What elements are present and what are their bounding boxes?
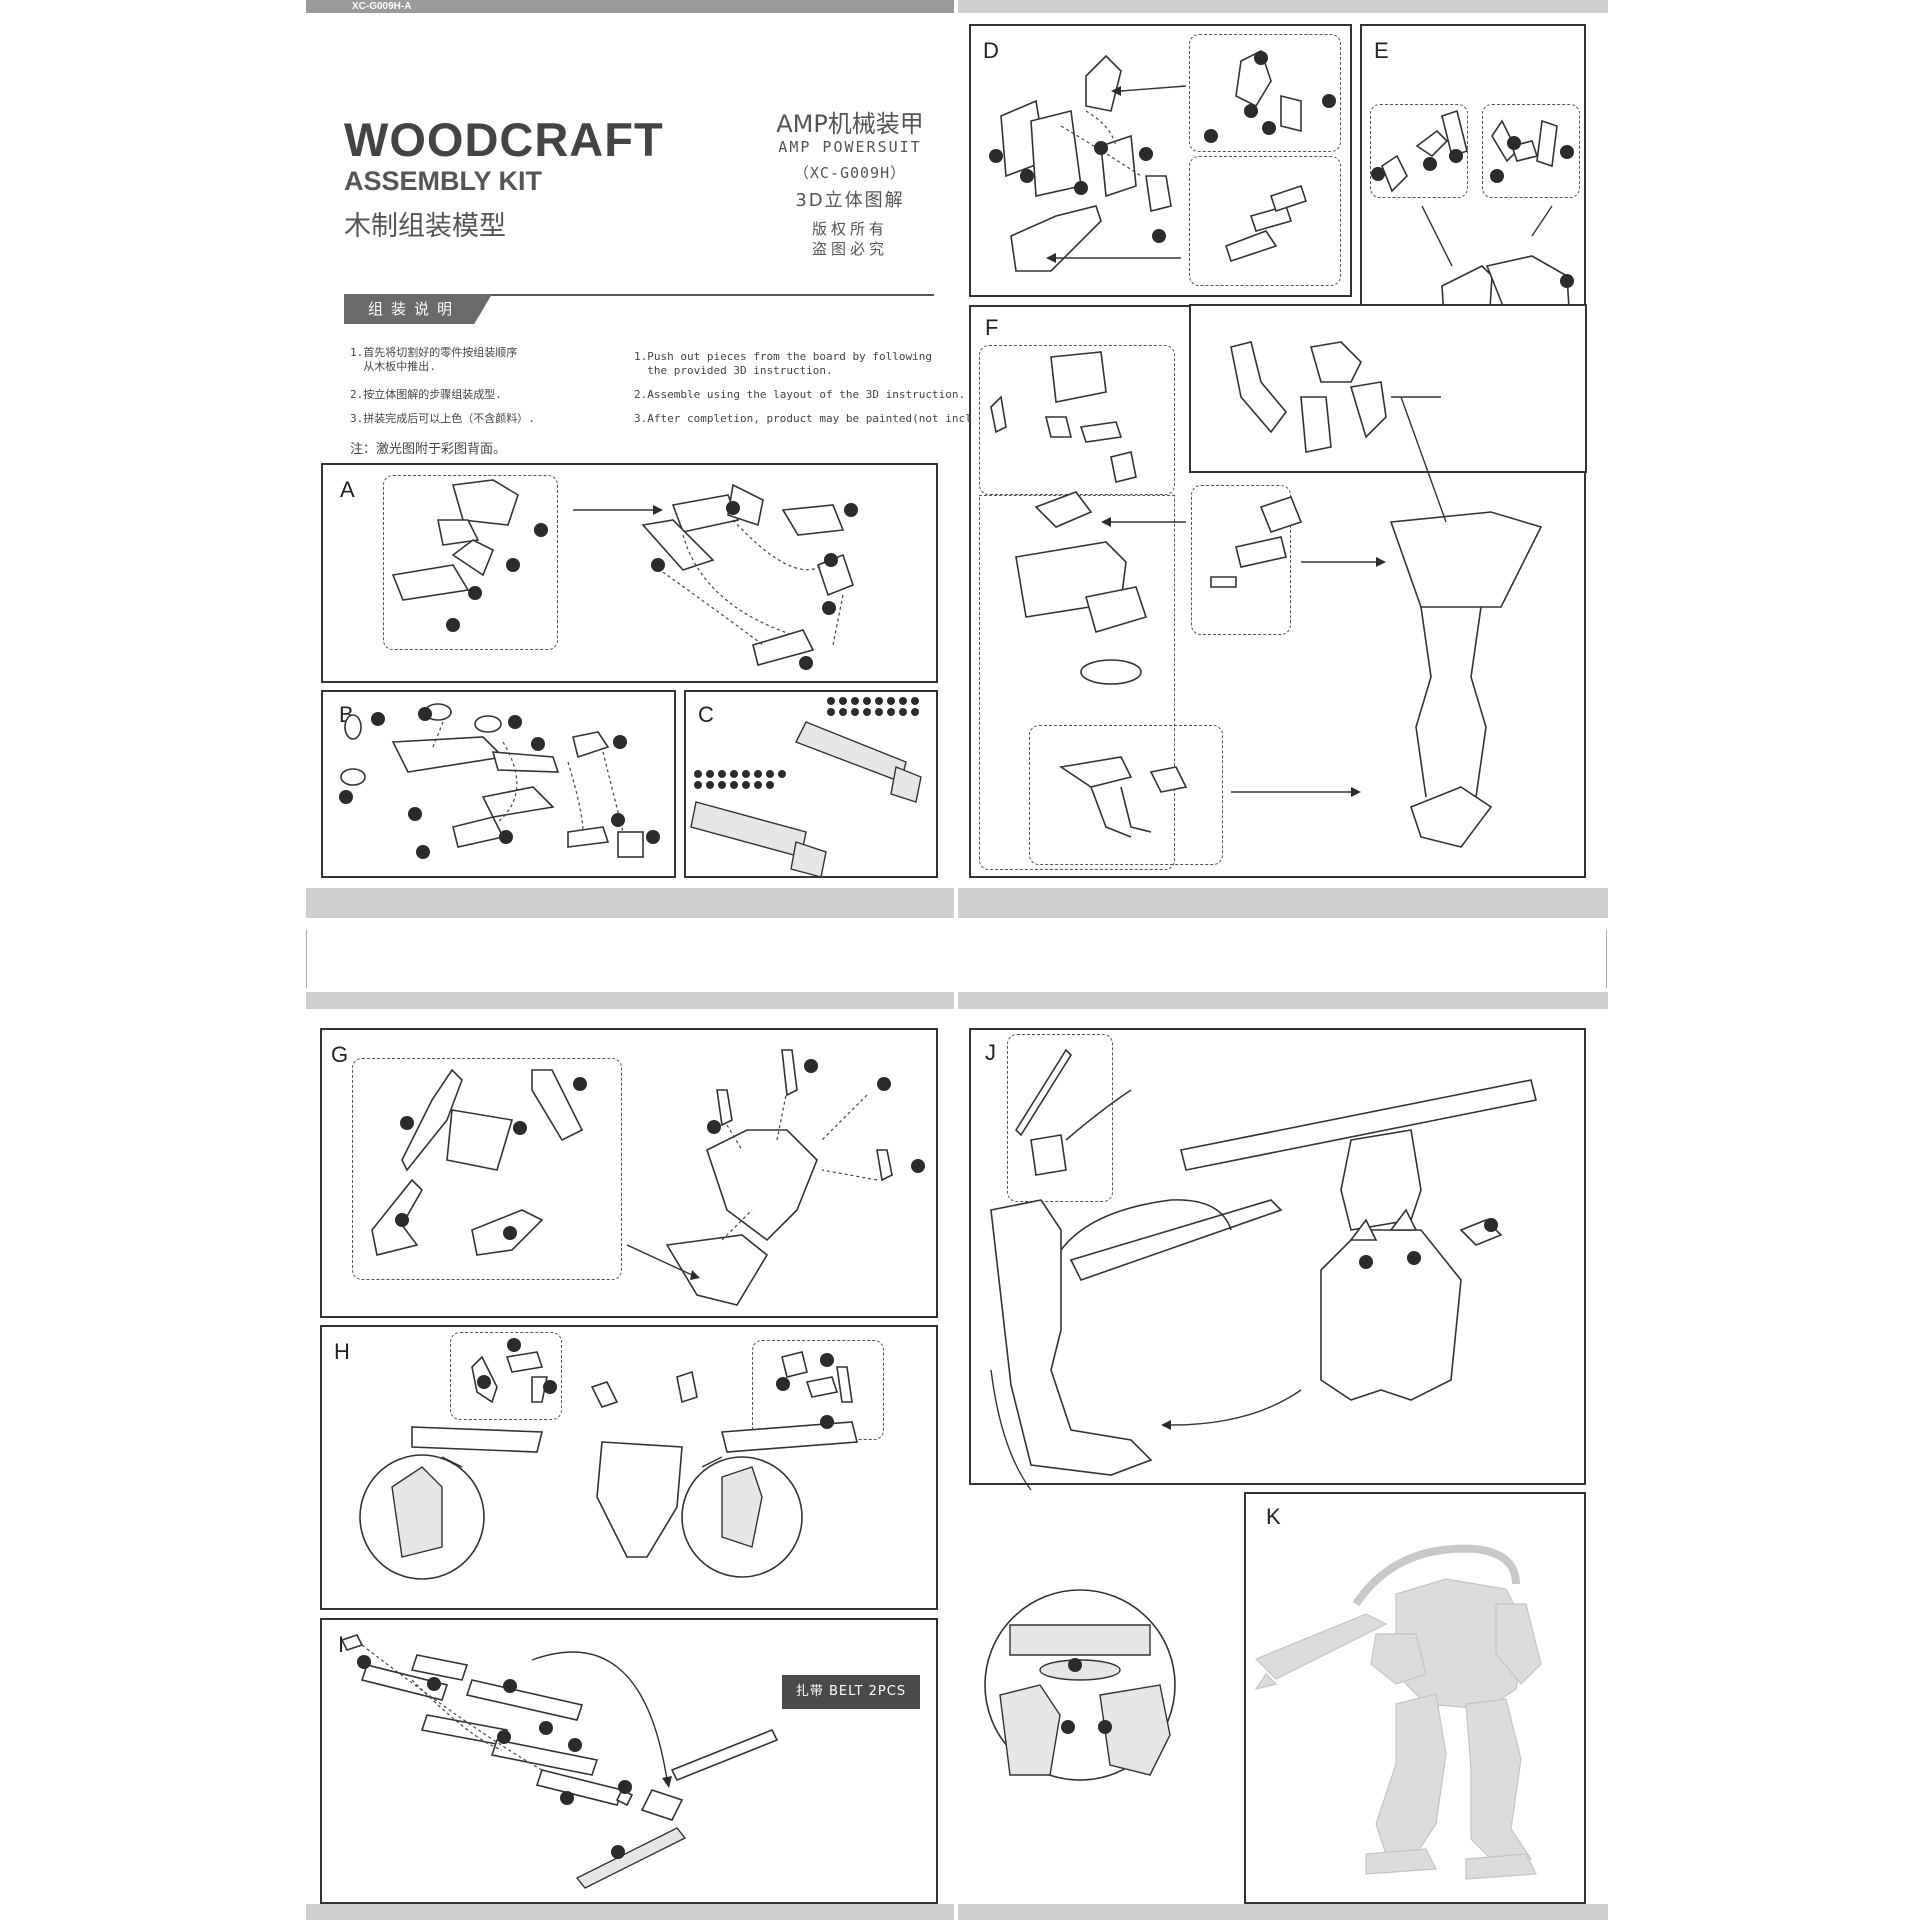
instruction-en-2: 2.Assemble using the layout of the 3D in… [634,388,966,401]
instruction-note: 注：激光图附于彩图背面。 [350,442,507,457]
step-f-label: F [985,315,999,340]
step-j-drawing [990,1048,1537,1491]
step-h-label: H [334,1339,350,1364]
top-bar-right [958,0,1608,13]
step-b-drawing [339,703,660,859]
step-g-label: G [331,1042,349,1067]
step-c-drawing [690,697,922,878]
sep-bar-left [306,992,954,1009]
step-h-panel: H [320,1325,938,1610]
sep-bar-right [958,992,1608,1009]
step-d-drawing [989,49,1336,272]
step-e-subassembly-box-2 [1482,104,1580,198]
instruction-en-3: 3.After completion, product may be paint… [634,412,1012,425]
step-f-subassembly-box-3 [1191,485,1291,635]
step-i-panel: I 扎带 BELT 2PCS [320,1618,938,1904]
step-c-panel: C [684,690,938,878]
product-en-name: AMP POWERSUIT [778,138,922,156]
doc-code: XC-G009H-A [306,0,954,13]
step-f-drawing [990,341,1543,848]
step-k-label: K [1266,1504,1281,1529]
step-i-drawing [340,1634,779,1889]
step-d-subassembly-box-1 [1189,34,1341,152]
copyright-2: 盗图必究 [811,240,888,258]
gap-line-left [306,930,307,988]
instruction-en-1: 1.Push out pieces from the board by foll… [634,350,933,377]
mid-bar-left [306,888,954,918]
step-i-label: I [338,1632,345,1657]
bottom-bar-left [306,1904,954,1920]
model-render [1254,1544,1542,1880]
bottom-bar-right [958,1904,1608,1920]
step-j-detail-zoom [984,1589,1176,1781]
instruction-cn-3: 3.拼装完成后可以上色（不含颜料）. [350,412,535,425]
gap-line-right [1606,930,1607,988]
title-assembly-kit: ASSEMBLY KIT [344,166,543,196]
product-cn-name: AMP机械装甲 [776,110,924,138]
step-h-drawing [359,1338,859,1580]
step-j-label: J [985,1040,996,1065]
step-e-label: E [1374,38,1389,63]
step-a-drawing [391,479,858,670]
step-g-subassembly-box [352,1058,622,1280]
step-d-subassembly-box-2 [1189,156,1341,286]
step-a-subassembly-box [383,475,558,650]
step-j-panel: J [969,1028,1586,1491]
step-g-drawing [371,1049,925,1306]
step-j-subassembly-box [1007,1034,1113,1202]
step-d-panel: D [969,24,1352,297]
instructions-header: 组装说明 [344,294,492,324]
step-a-label: A [340,477,355,502]
step-f-subassembly-box-4 [1029,725,1223,865]
header-rule [344,294,934,296]
product-model: （XC-G009H） [793,164,907,182]
step-c-label: C [698,702,714,727]
title-woodcraft: WOODCRAFT [344,113,664,166]
instruction-cn-2: 2.按立体图解的步骤组装成型. [350,388,502,401]
step-k-panel: K [1244,1492,1586,1904]
step-g-panel: G [320,1028,938,1318]
step-h-subassembly-box-1 [450,1332,562,1420]
step-f-panel: F [969,304,1587,878]
title-cn: 木制组装模型 [344,211,506,242]
mid-bar-right [958,888,1608,918]
step-a-panel: A [321,463,938,683]
step-b-panel: B [321,690,676,878]
belt-label: 扎带 BELT 2PCS [782,1675,920,1709]
product-diagram: 3D立体图解 [795,190,905,211]
step-d-label: D [983,38,999,63]
copyright-1: 版权所有 [811,220,888,238]
instruction-cn-1: 1.首先将切割好的零件按组装顺序 从木板中推出. [350,346,518,373]
